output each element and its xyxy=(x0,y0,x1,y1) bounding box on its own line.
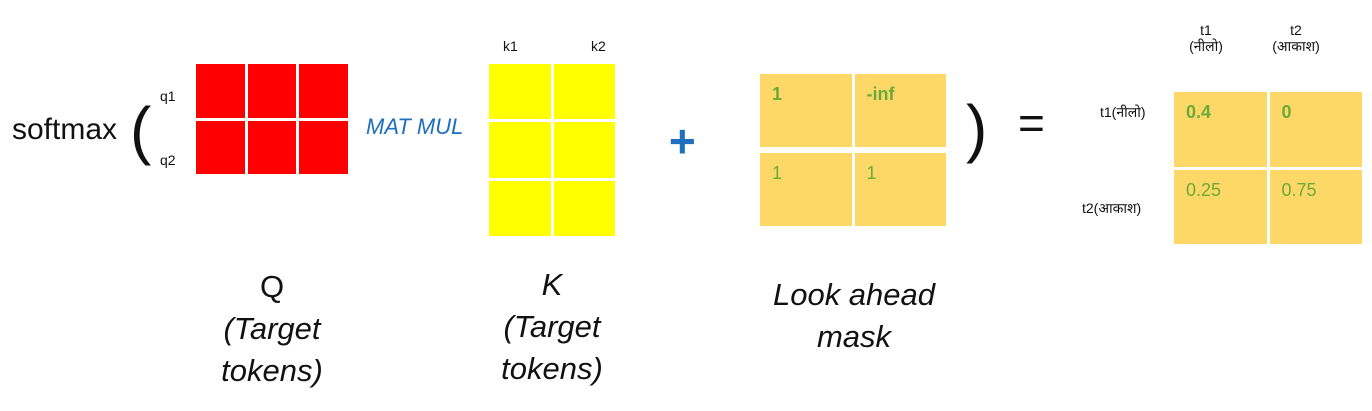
k-caption-line: tokens) xyxy=(501,351,603,386)
result-cell: 0.75 xyxy=(1269,169,1362,244)
k-caption-line: K xyxy=(541,267,563,302)
k-cell xyxy=(553,64,615,120)
q-caption-line: Q xyxy=(259,269,285,304)
mask-caption-line: Look ahead xyxy=(772,277,936,312)
k-cell xyxy=(553,122,615,178)
plus-operator: + xyxy=(668,115,695,167)
open-parenthesis: ( xyxy=(130,94,152,166)
mask-caption: Look ahead mask xyxy=(744,274,964,358)
result-row-header-2: t2(आकाश) xyxy=(1082,200,1142,216)
q-caption: Q (Target tokens) xyxy=(192,266,352,392)
mask-cell: 1 xyxy=(760,74,852,147)
k-col-label-1: k1 xyxy=(503,38,518,54)
result-col-header-line: t1 xyxy=(1200,22,1212,38)
q-matrix xyxy=(196,64,348,174)
result-cell: 0.4 xyxy=(1174,92,1267,167)
look-ahead-mask-matrix: 1 -inf 1 1 xyxy=(760,74,946,226)
matmul-operator: MAT MUL xyxy=(366,114,464,139)
result-col-header-2: t2 (आकाश) xyxy=(1254,22,1338,54)
k-cell xyxy=(489,122,551,178)
result-col-header-line: (आकाश) xyxy=(1272,38,1320,54)
result-cell: 0 xyxy=(1269,92,1362,167)
q-row-label-1: q1 xyxy=(160,88,176,104)
close-parenthesis: ) xyxy=(966,92,988,164)
k-cell xyxy=(553,180,615,236)
result-col-header-1: t1 (नीलो) xyxy=(1180,22,1232,54)
q-cell xyxy=(196,120,245,174)
q-cell xyxy=(247,64,297,118)
softmax-label: softmax xyxy=(12,113,118,146)
k-matrix xyxy=(489,64,615,236)
q-cell xyxy=(247,120,297,174)
mask-caption-line: mask xyxy=(816,319,892,354)
mask-cell: 1 xyxy=(854,153,946,226)
k-caption: K (Target tokens) xyxy=(472,264,632,390)
q-cell xyxy=(299,120,348,174)
q-caption-line: (Target xyxy=(223,311,321,346)
q-row-label-2: q2 xyxy=(160,152,176,168)
q-caption-line: tokens) xyxy=(221,353,323,388)
k-caption-line: (Target xyxy=(503,309,601,344)
mask-cell: 1 xyxy=(760,153,852,226)
result-col-header-line: (नीलो) xyxy=(1189,38,1223,54)
q-cell xyxy=(196,64,245,118)
equals-operator: = xyxy=(1018,97,1045,149)
k-col-label-2: k2 xyxy=(591,38,606,54)
k-cell xyxy=(489,180,551,236)
mask-cell: -inf xyxy=(854,74,946,147)
q-cell xyxy=(299,64,348,118)
result-matrix: 0.4 0 0.25 0.75 xyxy=(1174,92,1362,244)
k-cell xyxy=(489,64,551,120)
result-row-header-1: t1(नीलो) xyxy=(1100,104,1146,120)
result-col-header-line: t2 xyxy=(1290,22,1302,38)
result-cell: 0.25 xyxy=(1174,169,1267,244)
